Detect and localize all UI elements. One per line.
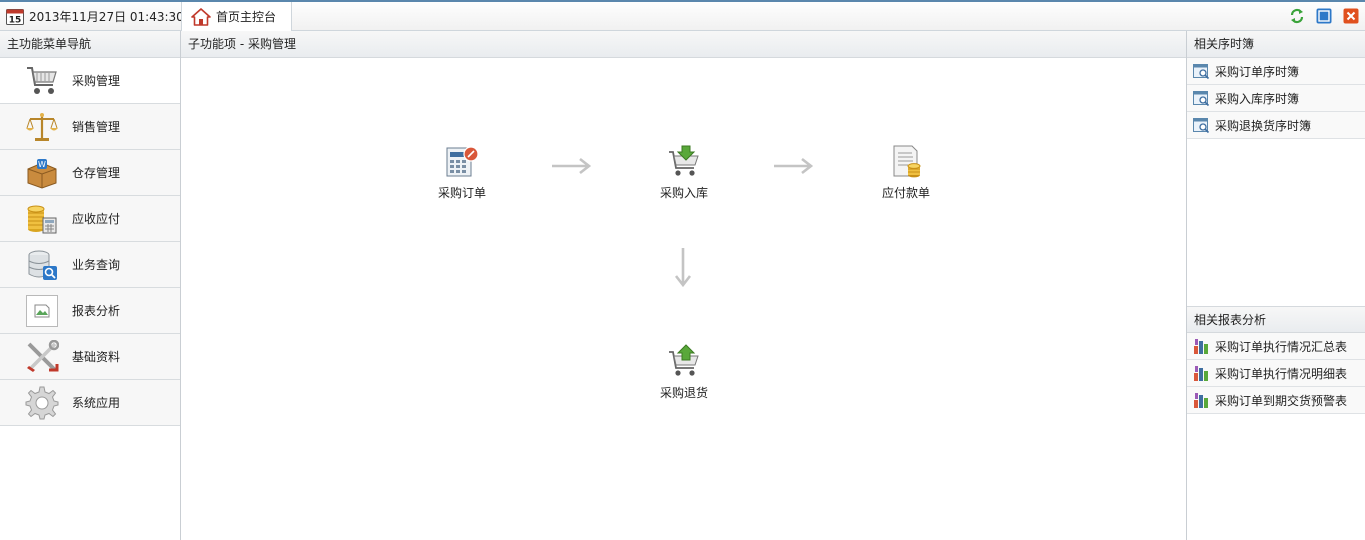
sequence-item-label: 采购退换货序时簿: [1215, 118, 1312, 133]
nav-item-receivable[interactable]: 应收应付: [0, 196, 180, 242]
report-item[interactable]: 采购订单到期交货预警表: [1187, 387, 1365, 414]
nav-item-label: 基础资料: [72, 350, 121, 364]
close-icon[interactable]: [1343, 8, 1359, 24]
document-search-icon: [1193, 117, 1210, 134]
flow-node-label: 采购订单: [437, 186, 486, 200]
flow-node-purchase-inbound[interactable]: 采购入库: [644, 144, 724, 201]
nav-item-sales[interactable]: 销售管理: [0, 104, 180, 150]
flow-node-purchase-order[interactable]: 采购订单: [422, 144, 502, 201]
flow-node-payable[interactable]: 应付款单: [866, 144, 946, 201]
sequence-item-label: 采购入库序时簿: [1215, 91, 1300, 106]
home-tab[interactable]: 首页主控台: [181, 2, 292, 31]
calendar-icon: 15: [6, 8, 24, 25]
gear-icon: [25, 386, 59, 420]
order-form-icon: [444, 144, 480, 180]
datetime-display: 15 2013年11月27日 01:43:30: [6, 7, 184, 25]
report-item-label: 采购订单执行情况汇总表: [1215, 339, 1348, 354]
nav-item-label: 报表分析: [72, 304, 121, 318]
sequence-item[interactable]: 采购订单序时簿: [1187, 58, 1365, 85]
report-item[interactable]: 采购订单执行情况明细表: [1187, 360, 1365, 387]
center-panel: 子功能项 - 采购管理 采购订单: [181, 31, 1186, 540]
report-item[interactable]: 采购订单执行情况汇总表: [1187, 333, 1365, 360]
bar-chart-icon: [1193, 338, 1210, 355]
flow-node-label: 采购入库: [659, 186, 708, 200]
nav-list: 采购管理 销售管理 W: [0, 58, 180, 426]
nav-item-label: 系统应用: [72, 396, 121, 410]
report-item-label: 采购订单执行情况明细表: [1215, 366, 1348, 381]
cart-up-icon: [666, 344, 702, 380]
nav-item-label: 应收应付: [72, 212, 121, 226]
document-search-icon: [1193, 90, 1210, 107]
left-nav: 主功能菜单导航 采购管理: [0, 31, 181, 540]
bar-chart-icon: [1193, 392, 1210, 409]
report-section-title: 相关报表分析: [1187, 306, 1365, 333]
nav-item-system[interactable]: 系统应用: [0, 380, 180, 426]
sequence-item[interactable]: 采购入库序时簿: [1187, 85, 1365, 112]
nav-item-report[interactable]: 报表分析: [0, 288, 180, 334]
warehouse-box-icon: W: [25, 156, 59, 190]
fullscreen-icon[interactable]: [1316, 8, 1332, 24]
cart-down-icon: [666, 144, 702, 180]
left-nav-title: 主功能菜单导航: [0, 31, 180, 58]
refresh-icon[interactable]: [1289, 8, 1305, 24]
document-search-icon: [1193, 63, 1210, 80]
arrow-right-2: [772, 156, 816, 179]
shopping-cart-icon: [25, 64, 59, 98]
calendar-day: 15: [9, 15, 22, 25]
sequence-section-title: 相关序时簿: [1187, 31, 1365, 58]
top-bar: 15 2013年11月27日 01:43:30 首页主控台: [0, 0, 1365, 31]
home-icon: [191, 7, 211, 26]
window-controls: [1289, 8, 1359, 24]
nav-item-warehouse[interactable]: W 仓存管理: [0, 150, 180, 196]
nav-item-basic-data[interactable]: 基础资料: [0, 334, 180, 380]
nav-item-label: 采购管理: [72, 74, 121, 88]
home-tab-label: 首页主控台: [216, 10, 277, 24]
flow-node-purchase-return[interactable]: 采购退货: [644, 344, 724, 401]
nav-item-label: 仓存管理: [72, 166, 121, 180]
bar-chart-icon: [1193, 365, 1210, 382]
datetime-text: 2013年11月27日 01:43:30: [29, 9, 184, 24]
database-search-icon: [25, 248, 59, 282]
nav-item-label: 销售管理: [72, 120, 121, 134]
coins-calculator-icon: [25, 202, 59, 236]
invoice-coins-icon: [888, 144, 924, 180]
nav-item-purchase[interactable]: 采购管理: [0, 58, 180, 104]
report-item-label: 采购订单到期交货预警表: [1215, 393, 1348, 408]
sequence-list: 采购订单序时簿 采购入库序时簿 采购退换货序时簿: [1187, 58, 1365, 139]
flow-node-label: 采购退货: [659, 386, 708, 400]
nav-item-query[interactable]: 业务查询: [0, 242, 180, 288]
report-list: 采购订单执行情况汇总表 采购订单执行情况明细表 采购订单到期交货预警表: [1187, 333, 1365, 414]
top-accent-line: [0, 0, 1365, 2]
sequence-item-label: 采购订单序时簿: [1215, 64, 1300, 79]
center-title: 子功能项 - 采购管理: [181, 31, 1186, 58]
right-panel: 相关序时簿 采购订单序时簿 采购入库序时簿 采购退换货序时簿 相关报表分析: [1186, 31, 1365, 540]
tools-icon: [25, 339, 59, 374]
arrow-right-1: [550, 156, 594, 179]
balance-scale-icon: [25, 110, 59, 144]
arrow-down: [673, 246, 693, 293]
broken-image-icon: [25, 294, 59, 328]
flow-node-label: 应付款单: [881, 186, 930, 200]
svg-text:W: W: [38, 160, 46, 169]
sequence-item[interactable]: 采购退换货序时簿: [1187, 112, 1365, 139]
nav-item-label: 业务查询: [72, 258, 121, 272]
